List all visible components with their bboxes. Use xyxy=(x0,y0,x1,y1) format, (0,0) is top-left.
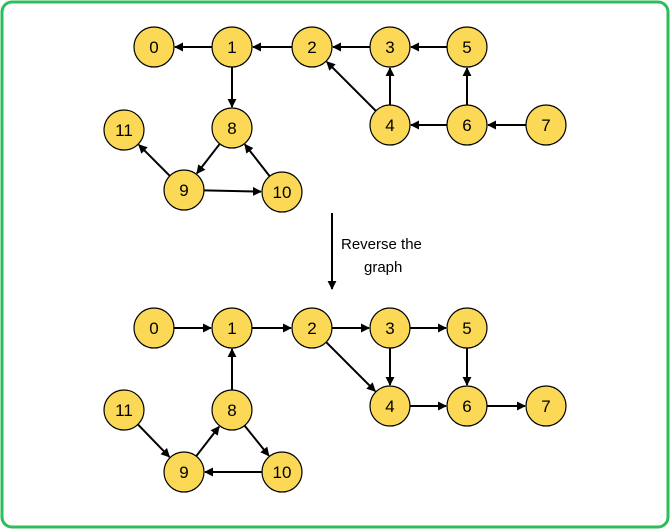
reversed-node-9: 9 xyxy=(163,451,205,493)
reversed-node-circle xyxy=(133,307,175,349)
reversed-edge-8-to-10 xyxy=(243,424,270,457)
reversed-node-circle xyxy=(369,307,411,349)
reversed-node-8: 8 xyxy=(211,389,253,431)
reversed-node-label: 4 xyxy=(385,397,394,416)
original-node-circle xyxy=(211,107,253,149)
original-node-label: 9 xyxy=(179,181,188,200)
reversed-node-circle xyxy=(369,385,411,427)
original-node-label: 1 xyxy=(227,38,236,57)
original-node-circle xyxy=(369,104,411,146)
reversed-node-label: 1 xyxy=(227,319,236,338)
reversed-node-6: 6 xyxy=(446,385,488,427)
original-node-7: 7 xyxy=(525,104,567,146)
reversed-node-circle xyxy=(211,307,253,349)
original-node-6: 6 xyxy=(446,104,488,146)
original-node-circle xyxy=(446,104,488,146)
reversed-node-10: 10 xyxy=(261,451,303,493)
original-node-10: 10 xyxy=(261,171,303,213)
reversed-node-circle xyxy=(446,307,488,349)
reversed-node-label: 2 xyxy=(307,319,316,338)
original-node-circle xyxy=(525,104,567,146)
reversed-node-4: 4 xyxy=(369,385,411,427)
reversed-node-circle xyxy=(103,389,145,431)
original-node-2: 2 xyxy=(291,26,333,68)
reversed-node-label: 0 xyxy=(149,319,158,338)
original-node-circle xyxy=(163,169,205,211)
original-edge-4-to-2 xyxy=(326,61,377,112)
reversed-node-circle xyxy=(291,307,333,349)
original-node-5: 5 xyxy=(446,26,488,68)
original-node-circle xyxy=(103,109,145,151)
original-node-label: 7 xyxy=(541,116,550,135)
original-node-4: 4 xyxy=(369,104,411,146)
reversed-node-label: 7 xyxy=(541,397,550,416)
original-node-label: 8 xyxy=(227,119,236,138)
reversed-node-2: 2 xyxy=(291,307,333,349)
original-node-circle xyxy=(211,26,253,68)
original-node-3: 3 xyxy=(369,26,411,68)
reversed-node-11: 11 xyxy=(103,389,145,431)
original-graph: 0 1 2 3 4 5 6 7 8 9 10 11 xyxy=(103,26,567,213)
reversed-node-label: 9 xyxy=(179,463,188,482)
reversed-node-circle xyxy=(446,385,488,427)
reversed-node-5: 5 xyxy=(446,307,488,349)
original-node-label: 5 xyxy=(462,38,471,57)
reversed-node-label: 5 xyxy=(462,319,471,338)
reversed-node-label: 3 xyxy=(385,319,394,338)
original-node-8: 8 xyxy=(211,107,253,149)
original-node-label: 3 xyxy=(385,38,394,57)
original-node-label: 10 xyxy=(273,183,292,202)
caption-line-1: Reverse the xyxy=(341,236,422,253)
reversed-node-circle xyxy=(211,389,253,431)
original-node-9: 9 xyxy=(163,169,205,211)
reversed-node-label: 10 xyxy=(273,463,292,482)
reversed-edge-2-to-4 xyxy=(325,341,376,392)
reversed-node-label: 11 xyxy=(115,401,133,420)
original-node-label: 2 xyxy=(307,38,316,57)
original-edge-10-to-8 xyxy=(244,143,271,177)
reversed-node-label: 8 xyxy=(227,401,236,420)
reverse-transition: Reverse the graph xyxy=(327,213,422,290)
original-node-label: 4 xyxy=(385,116,394,135)
reversed-node-circle xyxy=(525,385,567,427)
original-edge-9-to-10 xyxy=(203,186,262,196)
original-node-circle xyxy=(369,26,411,68)
reversed-node-label: 6 xyxy=(462,397,471,416)
original-node-1: 1 xyxy=(211,26,253,68)
original-node-label: 6 xyxy=(462,116,471,135)
original-node-circle xyxy=(261,171,303,213)
original-node-label: 0 xyxy=(149,38,158,57)
reversed-edge-11-to-9 xyxy=(137,423,171,458)
reversed-node-3: 3 xyxy=(369,307,411,349)
reversed-node-7: 7 xyxy=(525,385,567,427)
caption-line-2: graph xyxy=(364,259,402,276)
reversed-node-circle xyxy=(163,451,205,493)
original-node-circle xyxy=(446,26,488,68)
original-node-0: 0 xyxy=(133,26,175,68)
reversed-node-1: 1 xyxy=(211,307,253,349)
original-edge-8-to-9 xyxy=(196,143,221,175)
reversed-node-0: 0 xyxy=(133,307,175,349)
original-edge-9-to-11 xyxy=(138,144,171,177)
original-node-circle xyxy=(133,26,175,68)
reversed-graph: 0 1 2 3 4 5 6 7 8 9 10 11 xyxy=(103,307,567,493)
original-node-11: 11 xyxy=(103,109,145,151)
reversed-node-circle xyxy=(261,451,303,493)
reversed-edge-9-to-8 xyxy=(195,425,220,457)
original-node-label: 11 xyxy=(115,121,133,140)
original-node-circle xyxy=(291,26,333,68)
